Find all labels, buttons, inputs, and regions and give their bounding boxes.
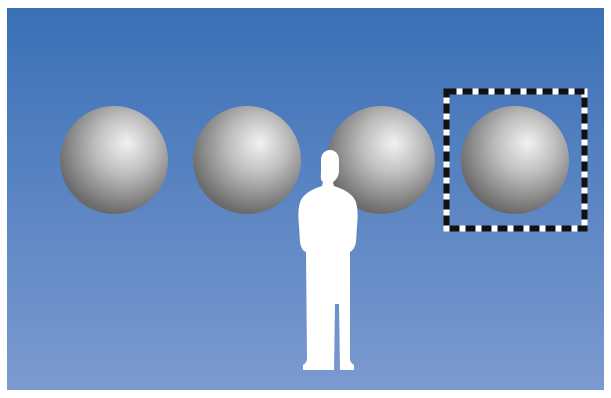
selection-box-dashed-icon[interactable] <box>443 88 588 232</box>
scene-canvas <box>7 8 604 390</box>
scene-svg <box>7 8 604 390</box>
sphere-3[interactable] <box>327 106 435 214</box>
sphere-1[interactable] <box>60 106 168 214</box>
sphere-2[interactable] <box>193 106 301 214</box>
sphere-4-selected[interactable] <box>461 106 569 214</box>
person-silhouette-icon <box>298 150 358 370</box>
